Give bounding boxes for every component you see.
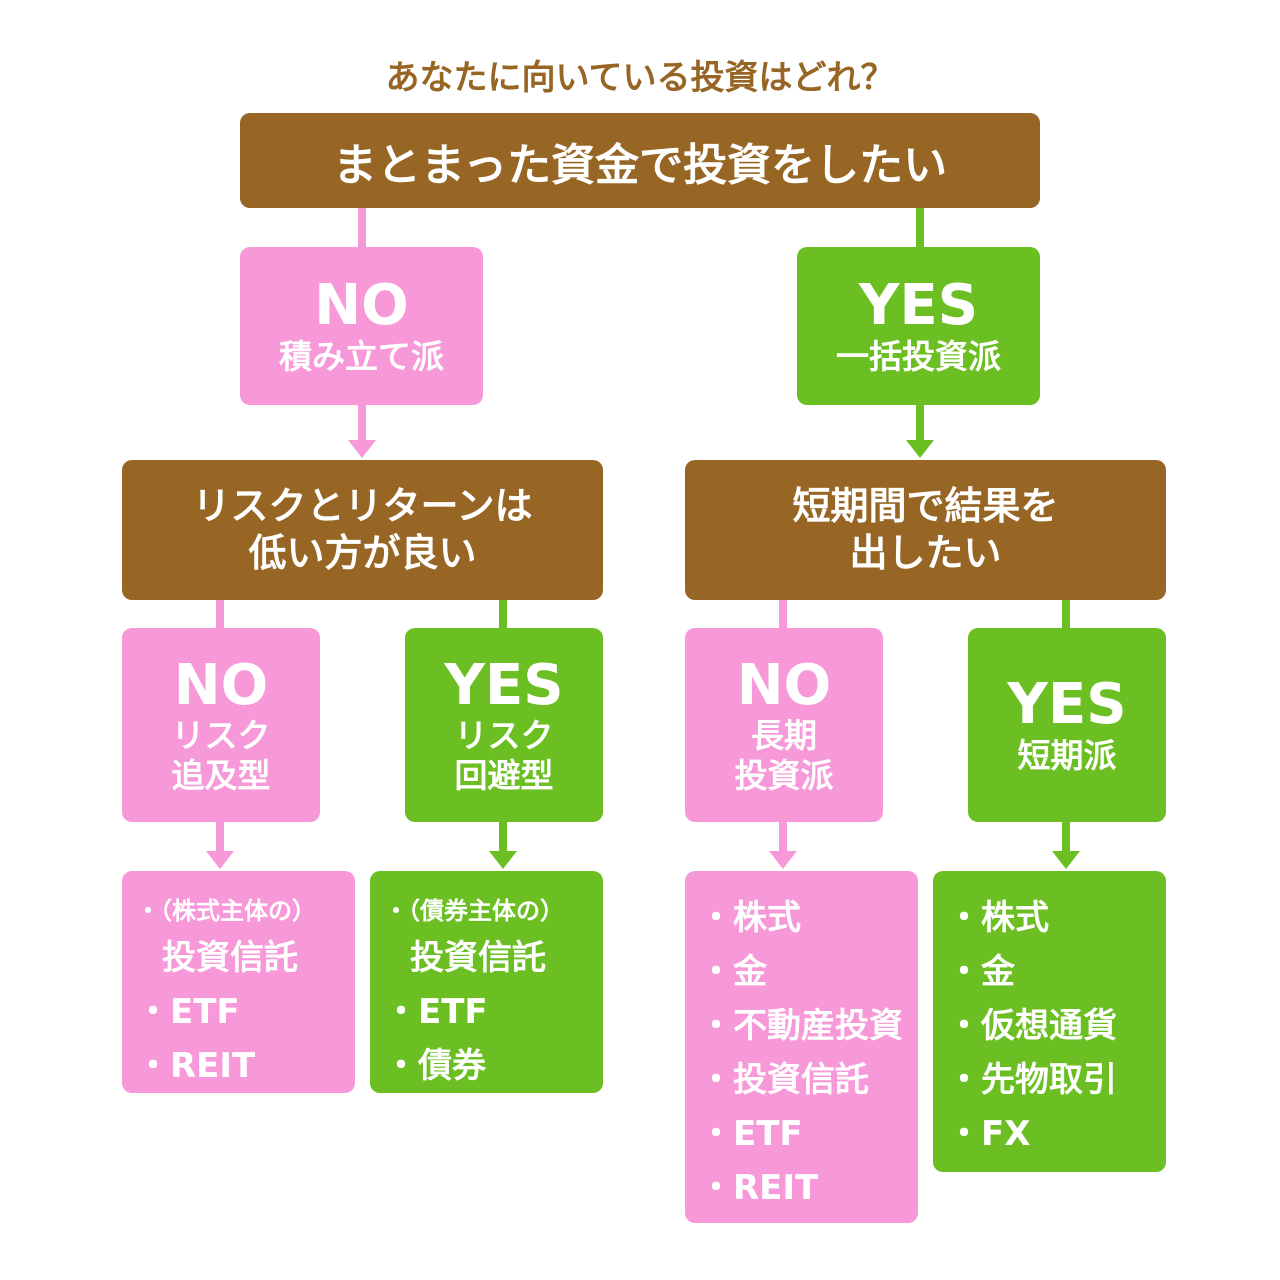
answer-label: YES	[444, 652, 564, 718]
arrow-line	[358, 405, 366, 441]
list-item: 株式	[947, 891, 1152, 945]
answer-box-no: NO 積み立て派	[240, 247, 483, 405]
list-item-note: （債券主体の）	[384, 891, 589, 931]
list-item: 債券	[384, 1039, 589, 1093]
question-line: 低い方が良い	[248, 531, 477, 575]
answer-box-right-no: NO 長期 投資派	[685, 628, 883, 822]
answer-type: 一括投資派	[836, 337, 1001, 376]
diagram-title: あなたに向いている投資はどれ？	[385, 58, 895, 98]
list-item: 投資信託	[410, 938, 546, 978]
connector-line	[1062, 600, 1070, 628]
list-item: 金	[947, 945, 1152, 999]
list-item: ETF	[136, 985, 341, 1039]
investment-list-left-no: （株式主体の） 投資信託 ETF REIT	[122, 871, 355, 1093]
arrow-head-icon	[1052, 851, 1080, 869]
answer-label: NO	[173, 652, 269, 718]
list-item: 仮想通貨	[947, 999, 1152, 1053]
answer-label: NO	[314, 273, 409, 339]
list-item: 不動産投資	[699, 999, 904, 1053]
investment-list-right-yes: 株式 金 仮想通貨 先物取引 FX	[933, 871, 1166, 1172]
arrow-head-icon	[769, 851, 797, 869]
connector-line	[499, 600, 507, 628]
question-line: リスクとリターンは	[192, 483, 533, 528]
list-item: REIT	[699, 1161, 904, 1215]
list-item: 金	[699, 945, 904, 999]
question-line: 出したい	[849, 531, 1002, 575]
answer-box-right-yes: YES 短期派	[968, 628, 1166, 822]
answer-type: リスク	[454, 716, 554, 756]
investment-list-right-no: 株式 金 不動産投資 投資信託 ETF REIT	[685, 871, 918, 1223]
list-item: 株式	[699, 891, 904, 945]
answer-type: 長期	[751, 716, 817, 756]
arrow-head-icon	[206, 851, 234, 869]
answer-type: 回避型	[454, 755, 554, 795]
answer-label: NO	[736, 652, 832, 718]
connector-line	[358, 208, 366, 248]
list-item-note: （株式主体の）	[136, 891, 341, 931]
arrow-line	[779, 822, 787, 852]
arrow-line	[916, 405, 924, 441]
question-line: 短期間で結果を	[792, 483, 1059, 528]
connector-line	[916, 208, 924, 248]
list-item: ETF	[384, 985, 589, 1039]
investment-list-left-yes: （債券主体の） 投資信託 ETF 債券	[370, 871, 603, 1093]
connector-line	[779, 600, 787, 628]
list-item: ETF	[699, 1107, 904, 1161]
list-item: FX	[947, 1107, 1152, 1161]
answer-box-yes: YES 一括投資派	[797, 247, 1040, 405]
answer-label: YES	[858, 273, 979, 339]
answer-type: 投資派	[734, 755, 834, 795]
arrow-line	[216, 822, 224, 852]
list-item: 投資信託	[162, 938, 298, 978]
answer-box-left-no: NO リスク 追及型	[122, 628, 320, 822]
answer-type: リスク	[171, 716, 271, 756]
arrow-head-icon	[348, 440, 376, 458]
list-item: 先物取引	[947, 1053, 1152, 1107]
question-box-right: 短期間で結果を 出したい	[685, 460, 1166, 600]
question-box-top: まとまった資金で投資をしたい	[240, 113, 1040, 208]
answer-type: 短期派	[1017, 736, 1117, 775]
list-item: 投資信託	[699, 1053, 904, 1107]
question-text: まとまった資金で投資をしたい	[332, 139, 948, 191]
answer-box-left-yes: YES リスク 回避型	[405, 628, 603, 822]
question-box-left: リスクとリターンは 低い方が良い	[122, 460, 603, 600]
connector-line	[216, 600, 224, 628]
list-item: REIT	[136, 1039, 341, 1093]
answer-label: YES	[1007, 672, 1127, 738]
arrow-head-icon	[489, 851, 517, 869]
arrow-line	[1062, 822, 1070, 852]
answer-type: 積み立て派	[279, 337, 444, 376]
arrow-head-icon	[906, 440, 934, 458]
answer-type: 追及型	[171, 755, 271, 795]
arrow-line	[499, 822, 507, 852]
